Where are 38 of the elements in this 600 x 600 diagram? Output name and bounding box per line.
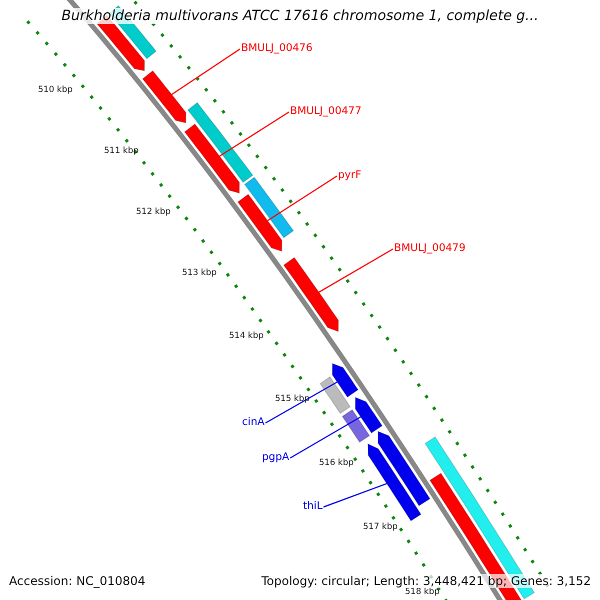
gene-feature [142, 70, 186, 124]
scale-label: 511 kbp [104, 146, 139, 156]
gene-label: cinA [242, 416, 265, 428]
title: Burkholderia multivorans ATCC 17616 chromosome 1, complete g... [61, 8, 539, 24]
gene-feature [244, 176, 294, 238]
gene-feature [367, 443, 422, 522]
scale-label: 517 kbp [363, 522, 398, 532]
gene-feature [187, 102, 254, 184]
leader-line [219, 112, 290, 157]
gene-label: pgpA [262, 451, 290, 463]
scale-label: 515 kbp [275, 394, 310, 404]
leader-line [318, 248, 394, 293]
leader-line [290, 416, 361, 459]
gene-feature [378, 430, 431, 506]
gene-feature [184, 123, 240, 194]
leader-line [267, 176, 338, 222]
gene-label: thiL [303, 500, 323, 512]
leader-line [265, 381, 338, 424]
gene-label: BMULJ_00476 [241, 42, 313, 54]
scale-label: 513 kbp [182, 268, 217, 278]
gene-label: pyrF [338, 169, 362, 181]
gene-feature [332, 362, 359, 398]
gene-feature [342, 409, 370, 443]
leader-line [171, 48, 240, 95]
scale-label: 518 kbp [405, 587, 440, 597]
scale-label: 512 kbp [136, 207, 171, 217]
accession-text: Accession: NC_010804 [9, 574, 146, 588]
scale-label: 514 kbp [229, 331, 264, 341]
gene-label: BMULJ_00479 [394, 242, 466, 254]
gene-feature [237, 194, 282, 252]
gene-feature [319, 376, 351, 414]
summary-text: Topology: circular; Length: 3,448,421 bp; Genes: 3,152 [261, 574, 591, 588]
scale-label: 516 kbp [319, 458, 354, 468]
gene-label: BMULJ_00477 [290, 105, 362, 117]
leader-line [323, 483, 387, 508]
gene-feature [283, 256, 339, 332]
gene-feature [354, 396, 383, 434]
scale-label: 510 kbp [38, 85, 73, 95]
